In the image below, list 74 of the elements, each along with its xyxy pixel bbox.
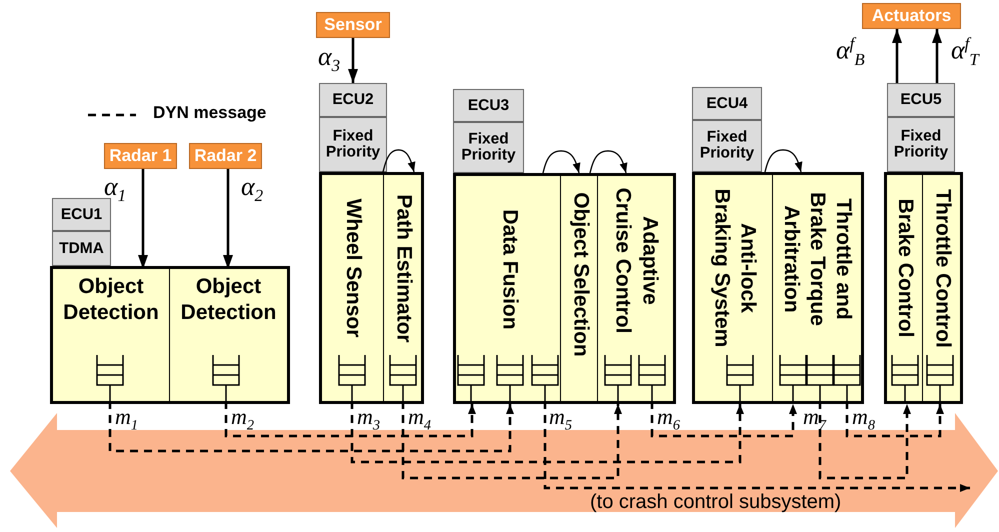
- message-arrow: [544, 401, 970, 492]
- arrow: [932, 29, 942, 83]
- task-name: Path Estimator: [390, 192, 416, 344]
- message-arrow: [650, 401, 797, 438]
- edge-label: α$_{2}$: [241, 174, 264, 206]
- edge-label: m$_{5}$: [549, 406, 572, 433]
- arrow: [223, 169, 233, 269]
- scheduler-box: [887, 117, 955, 172]
- task-name: Object Detection: [180, 274, 278, 326]
- message-arrow: [818, 401, 911, 480]
- task-name: Adaptive Cruise Control: [610, 186, 662, 335]
- edge-label: α$_{3}$: [318, 44, 340, 76]
- scheduler-label: ECU4: [705, 95, 749, 112]
- message-arrow: [350, 401, 744, 464]
- scheduler-label: Fixed Priority: [698, 130, 756, 162]
- edge-label: m$_{8}$: [852, 406, 876, 433]
- message-arrow: [224, 401, 476, 438]
- ecu-box: [453, 173, 676, 404]
- scheduler-label: ECU2: [331, 92, 375, 108]
- message-arrow: [402, 401, 622, 480]
- scheduler-label: ECU3: [466, 97, 510, 114]
- message-arrow: [846, 401, 944, 438]
- ecu-box: [884, 172, 963, 404]
- precedence-arrow: [382, 149, 416, 172]
- ecu-box: [692, 172, 864, 404]
- scheduler-label: ECU5: [899, 92, 943, 108]
- note-text: (to crash control subsystem): [590, 491, 842, 514]
- edge-label: m$_{6}$: [657, 406, 680, 433]
- scheduler-box: [692, 87, 762, 120]
- edge-label: m$_{3}$: [357, 406, 380, 433]
- io-label: Radar 1: [108, 147, 173, 165]
- ecu-box: [50, 266, 290, 404]
- scheduler-box: [692, 120, 762, 172]
- task-name: Wheel Sensor: [341, 198, 366, 340]
- io-label: Radar 2: [193, 147, 258, 165]
- io-box: [316, 12, 390, 38]
- edge-label: m$_{1}$: [115, 406, 138, 433]
- scheduler-label: Fixed Priority: [892, 128, 950, 161]
- legend-text: DYN message: [153, 103, 266, 123]
- task-name: Object Detection: [62, 274, 160, 326]
- arrow: [892, 29, 902, 83]
- scheduler-box: [52, 231, 111, 266]
- task-name: Anti-lock Braking System: [709, 187, 760, 349]
- task-name: Object Selection: [568, 190, 593, 358]
- scheduler-box: [453, 122, 524, 173]
- io-box: [189, 143, 262, 169]
- task-name: Throttle Control: [930, 188, 955, 350]
- scheduler-box: [319, 117, 387, 172]
- precedence-arrow: [764, 149, 802, 172]
- io-label: Sensor: [323, 16, 383, 34]
- io-label: Actuators: [870, 7, 952, 25]
- scheduler-label: TDMA: [58, 240, 105, 257]
- task-name: Data Fusion: [496, 208, 522, 332]
- task-cell: [456, 176, 561, 401]
- edge-label: α$_{1}$: [104, 174, 126, 206]
- task-name: Throttle and Brake Torque Arbitration: [778, 191, 856, 328]
- edge-label: m$_{4}$: [408, 406, 432, 433]
- precedence-arrow: [542, 150, 580, 174]
- arrow: [348, 38, 358, 83]
- scheduler-box: [319, 83, 387, 117]
- precedence-arrow: [589, 150, 628, 174]
- scheduler-box: [887, 83, 955, 117]
- io-box: [862, 3, 961, 29]
- arrow: [138, 169, 148, 269]
- scheduler-label: Fixed Priority: [460, 131, 517, 164]
- scheduler-label: Fixed Priority: [324, 128, 382, 161]
- message-arrow: [108, 401, 514, 452]
- scheduler-box: [52, 198, 111, 231]
- scheduler-box: [453, 89, 524, 122]
- io-box: [104, 143, 177, 169]
- task-name: Brake Control: [893, 198, 918, 340]
- scheduler-label: ECU1: [60, 206, 104, 223]
- edge-label: m$_{2}$: [231, 406, 254, 433]
- ecu-box: [319, 172, 424, 404]
